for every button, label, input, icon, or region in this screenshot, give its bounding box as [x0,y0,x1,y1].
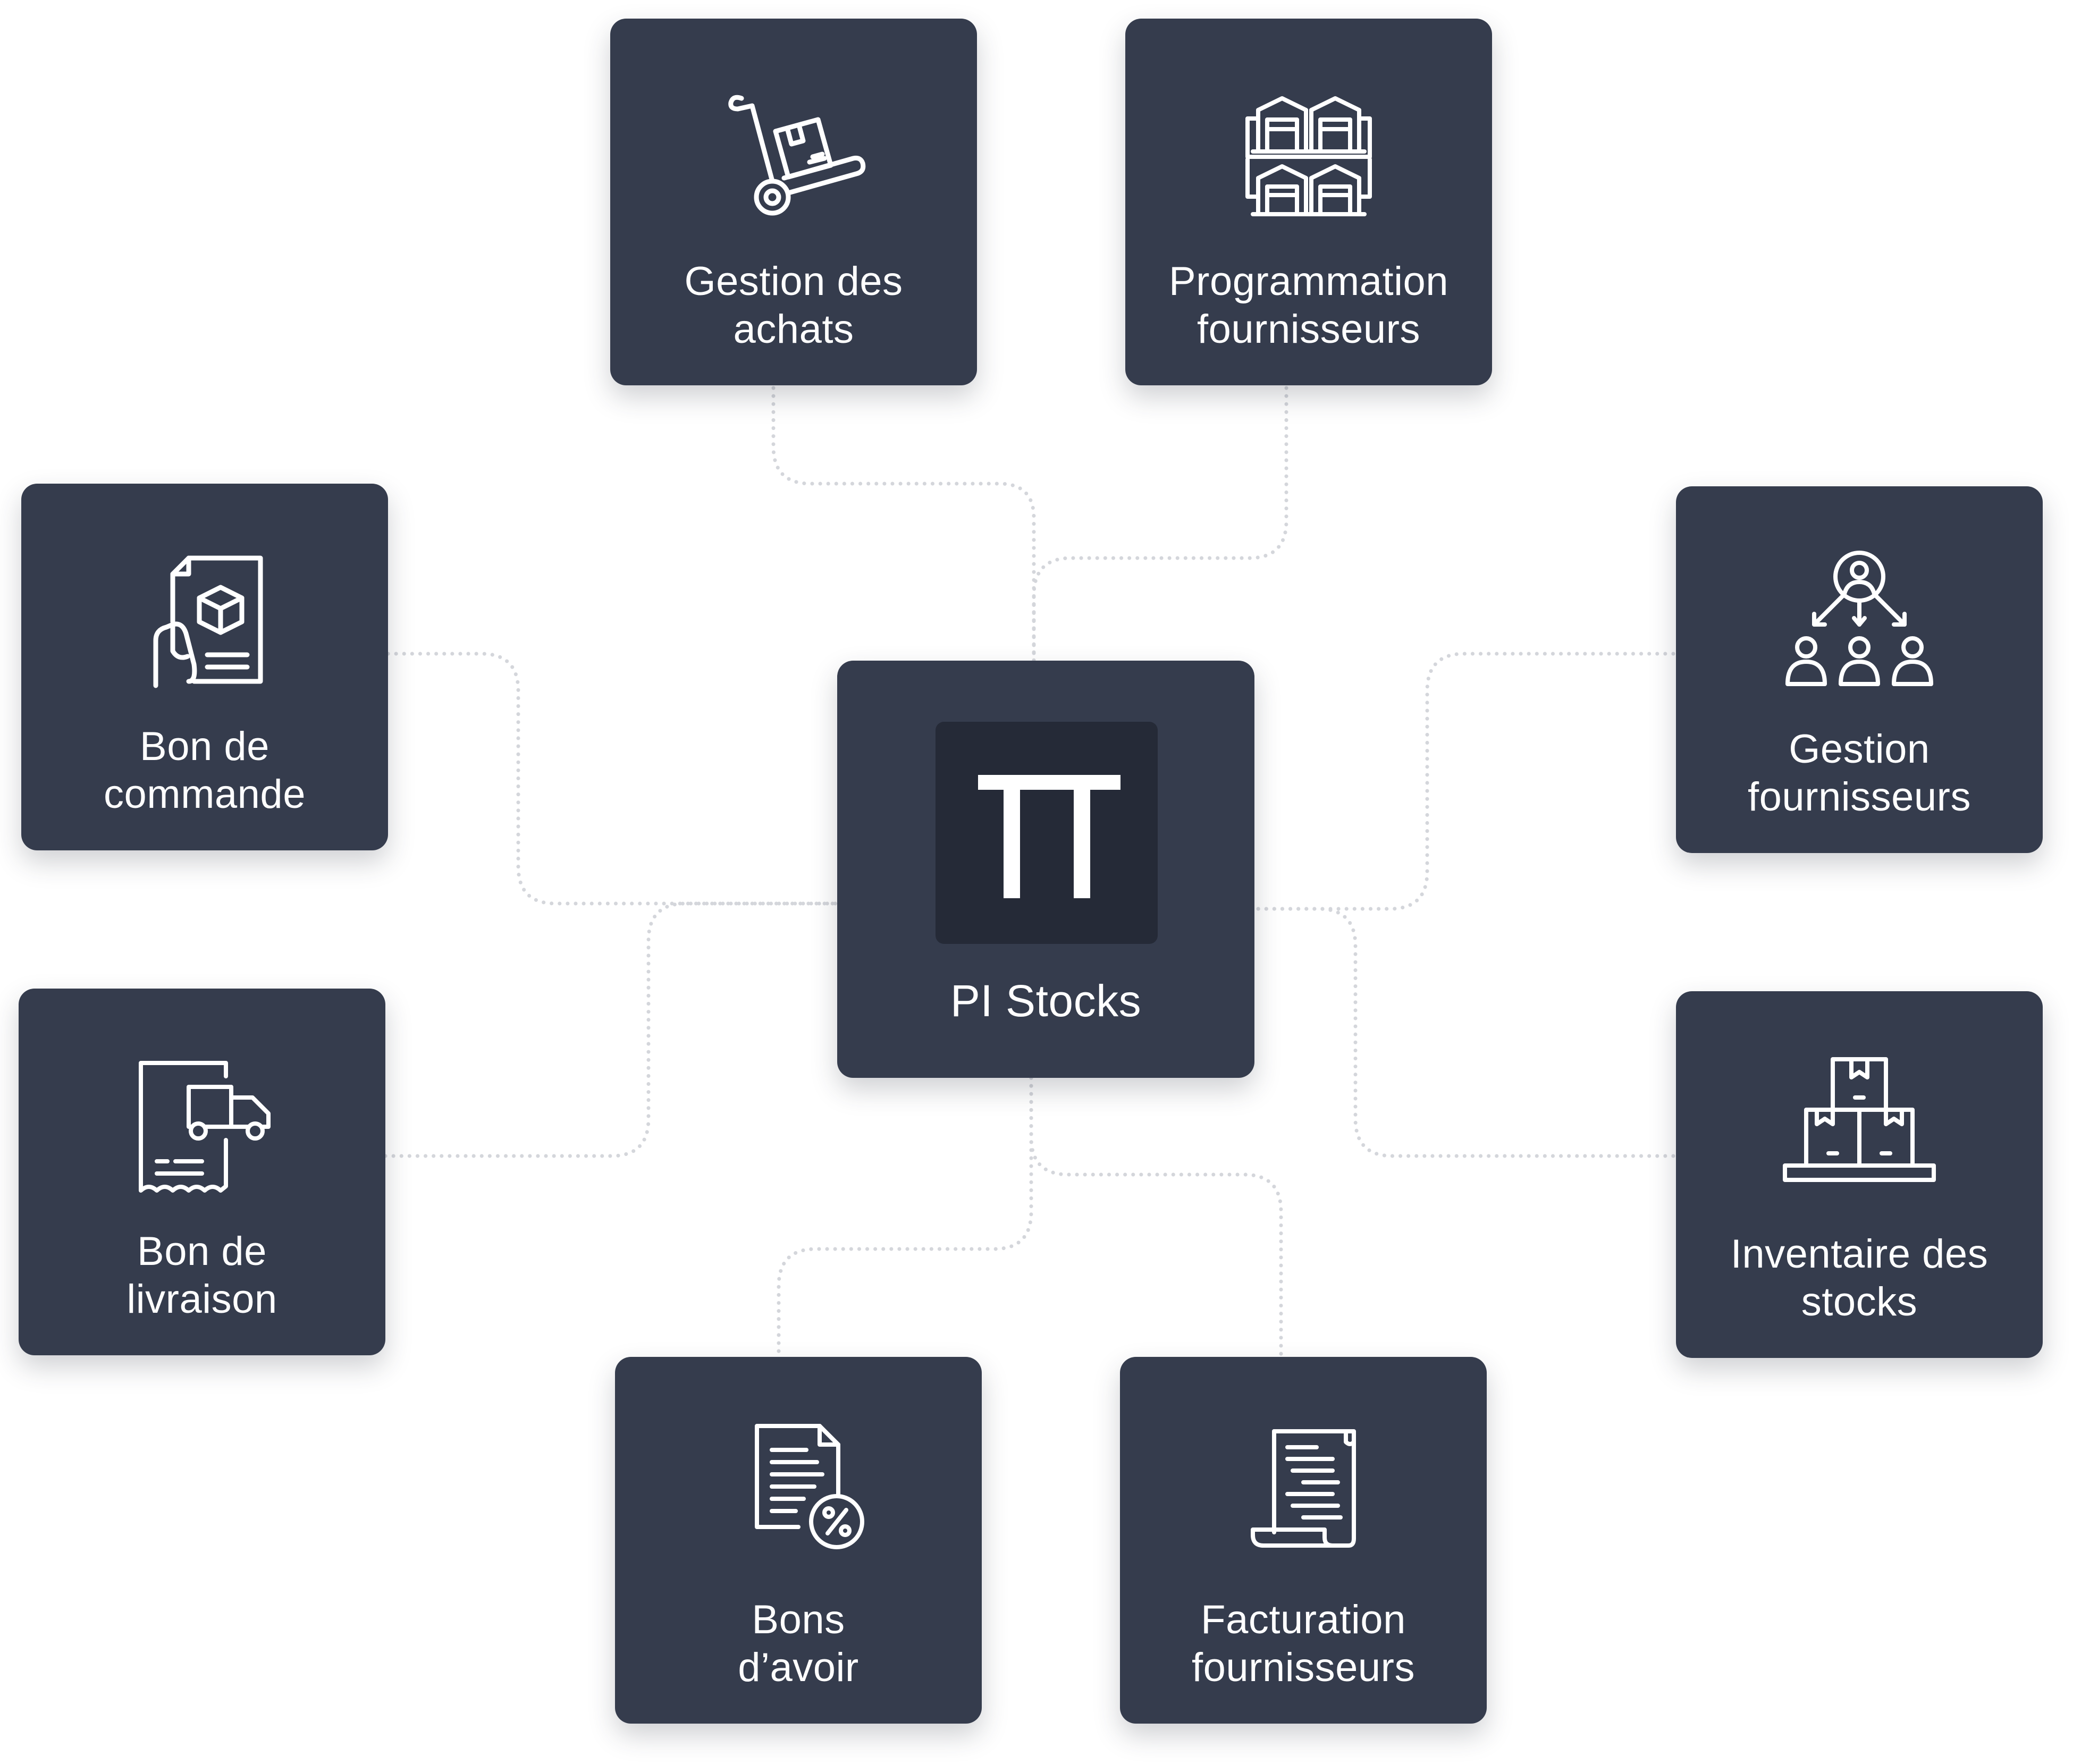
connector-inventaire-stocks [1252,907,1675,1158]
module-label: Facturation fournisseurs [1192,1597,1415,1690]
user-hierarchy-icon [1785,551,1933,686]
module-card-programmation-fournisseurs[interactable]: Programmation fournisseurs [1125,19,1492,385]
module-label: Bons d’avoir [738,1597,859,1690]
hand-truck-icon [728,95,866,216]
module-card-gestion-achats[interactable]: Gestion des achats [610,19,977,385]
hub-title: PI Stocks [950,976,1142,1026]
connector-bon-commande [386,652,839,906]
module-label: Bon de commande [104,724,306,817]
connector-bons-avoir [777,1076,1033,1356]
module-label: Bon de livraison [127,1229,277,1322]
module-card-gestion-fournisseurs[interactable]: Gestion fournisseurs [1676,486,2043,853]
module-label: Inventaire des stocks [1730,1231,1989,1324]
delivery-receipt-icon [139,1061,271,1193]
module-card-bons-avoir[interactable]: Bons d’avoir [615,1357,982,1724]
module-label: Programmation fournisseurs [1168,259,1449,352]
module-label: Gestion fournisseurs [1748,727,1971,820]
module-card-inventaire-stocks[interactable]: Inventaire des stocks [1676,991,2043,1358]
hand-document-box-icon [153,555,263,688]
document-percent-icon [755,1424,864,1549]
pi-logo-icon [978,775,1120,898]
connector-gestion-fournisseurs [1252,652,1675,911]
module-card-bon-commande[interactable]: Bon de commande [21,484,388,850]
warehouses-icon [1245,96,1372,216]
connector-gestion-achats [771,386,1036,663]
pi-logo [936,722,1158,944]
invoice-scroll-icon [1251,1429,1356,1548]
connector-programmation-fournisseurs [1032,386,1288,663]
module-card-bon-livraison[interactable]: Bon de livraison [19,989,385,1355]
stacked-boxes-icon [1783,1057,1936,1182]
pi-stocks-hub[interactable]: PI Stocks [837,661,1254,1078]
module-label: Gestion des achats [684,259,903,352]
module-card-facturation-fournisseurs[interactable]: Facturation fournisseurs [1120,1357,1487,1724]
connector-bon-livraison [383,901,839,1158]
connector-facturation-fournisseurs [1029,1076,1283,1356]
